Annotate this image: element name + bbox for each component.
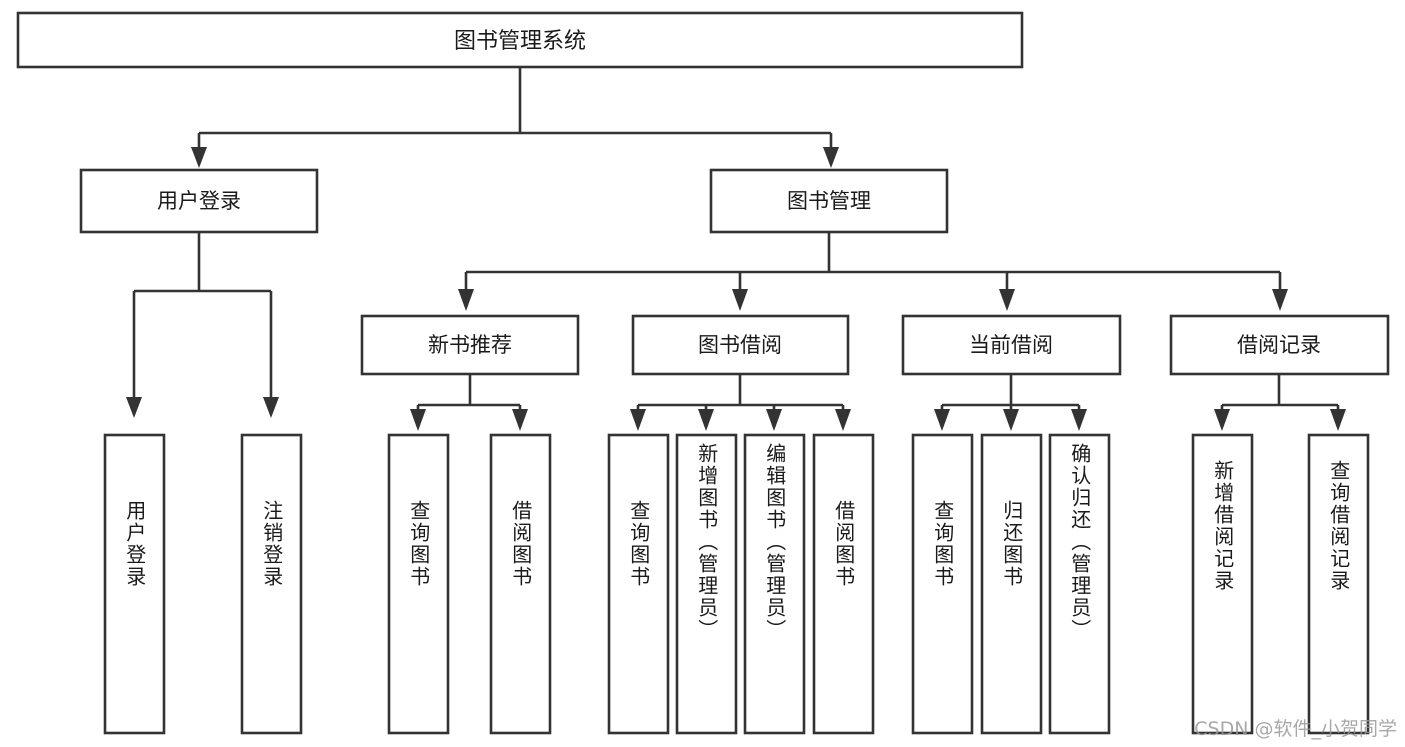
connector-book-management-to-level3 xyxy=(458,232,1288,311)
leaf-box-confirm-return[interactable] xyxy=(1048,433,1111,735)
arrow-head-icon xyxy=(191,147,207,168)
arrow-head-icon xyxy=(1214,409,1230,431)
arrow-head-icon xyxy=(732,289,748,311)
node-current-borrow[interactable]: 当前借阅 xyxy=(901,314,1122,376)
connector-new-book-recommend-to-leaves xyxy=(410,374,528,431)
arrow-head-icon xyxy=(458,289,474,311)
connector-current-borrow-to-leaves xyxy=(934,374,1087,431)
node-borrow-record-label: 借阅记录 xyxy=(1237,333,1321,357)
arrow-head-icon xyxy=(1272,289,1288,311)
leaf-box-query-borrow-record[interactable] xyxy=(1307,433,1370,735)
node-root-label: 图书管理系统 xyxy=(454,29,586,54)
connector-book-borrow-to-leaves xyxy=(630,374,851,431)
connector-user-login-to-leaves xyxy=(126,232,279,418)
leaf-box-user-login[interactable] xyxy=(103,433,166,735)
node-book-management[interactable]: 图书管理 xyxy=(709,168,949,234)
leaf-box-borrow-book-1[interactable] xyxy=(489,433,552,735)
leaf-box-edit-book[interactable] xyxy=(743,433,806,735)
node-new-book-recommend[interactable]: 新书推荐 xyxy=(360,314,580,376)
leaf-box-logout[interactable] xyxy=(240,433,303,735)
node-current-borrow-label: 当前借阅 xyxy=(969,333,1053,357)
node-book-borrow-label: 图书借阅 xyxy=(698,333,782,357)
node-current-borrow-box[interactable] xyxy=(901,314,1122,376)
leaf-box-query-book-1[interactable] xyxy=(387,433,450,735)
arrow-head-icon xyxy=(1003,409,1019,431)
node-user-login-box[interactable] xyxy=(79,168,319,234)
node-root-box[interactable] xyxy=(16,11,1024,69)
arrow-head-icon xyxy=(766,409,782,431)
arrow-head-icon xyxy=(999,289,1015,311)
leaf-box-query-book-2[interactable] xyxy=(607,433,670,735)
node-user-login[interactable]: 用户登录 xyxy=(79,168,319,234)
arrow-head-icon xyxy=(823,147,839,168)
node-new-book-recommend-box[interactable] xyxy=(360,314,580,376)
arrow-head-icon xyxy=(512,409,528,431)
arrow-head-icon xyxy=(698,409,714,431)
arrow-head-icon xyxy=(630,409,646,431)
node-book-borrow[interactable]: 图书借阅 xyxy=(631,314,850,376)
arrow-head-icon xyxy=(263,397,279,418)
arrow-head-icon xyxy=(1071,409,1087,431)
leaf-box-borrow-book-2[interactable] xyxy=(812,433,875,735)
node-root[interactable]: 图书管理系统 xyxy=(16,11,1024,69)
arrow-head-icon xyxy=(1330,409,1346,431)
arrow-head-icon xyxy=(410,409,426,431)
csdn-watermark: CSDN @软件_小贺同学 xyxy=(1194,718,1397,740)
leaf-box-add-book[interactable] xyxy=(675,433,738,735)
arrow-head-icon xyxy=(835,409,851,431)
node-user-login-label: 用户登录 xyxy=(157,189,241,213)
arrow-head-icon xyxy=(934,409,950,431)
leaf-box-return-book[interactable] xyxy=(980,433,1043,735)
leaf-box-query-book-3[interactable] xyxy=(911,433,974,735)
leaf-box-add-borrow-record[interactable] xyxy=(1191,433,1254,735)
node-new-book-recommend-label: 新书推荐 xyxy=(428,333,512,357)
connector-borrow-record-to-leaves xyxy=(1214,374,1346,431)
arrow-head-icon xyxy=(126,397,142,418)
connector-root-to-level2 xyxy=(191,67,839,168)
node-book-management-label: 图书管理 xyxy=(787,189,871,213)
node-borrow-record[interactable]: 借阅记录 xyxy=(1169,314,1390,376)
